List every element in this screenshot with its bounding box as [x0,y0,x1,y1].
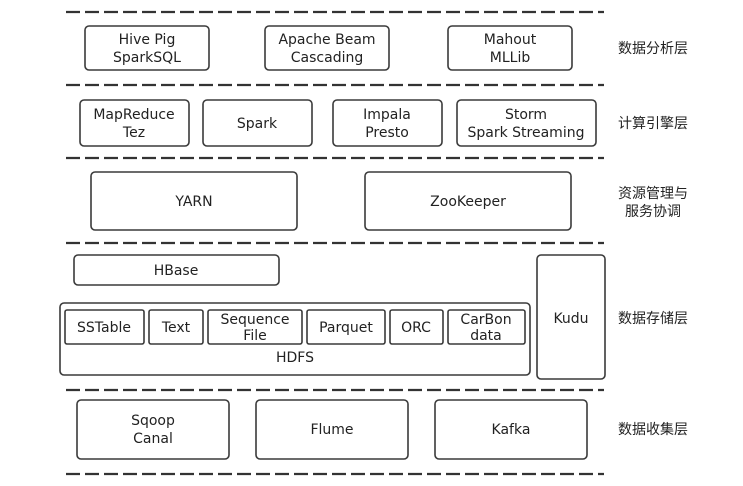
storage-box-kudu-label: Kudu [553,311,588,327]
collection-box-sqoop-line1: Sqoop [131,413,175,429]
storage-format-sequence-file-line2: File [243,328,266,344]
storage-format-sequence-file-line1: Sequence [220,312,289,328]
storage-format-carbondata: CarBon data [447,309,526,345]
compute-box-impala-line1: Impala [363,107,411,123]
compute-box-spark: Spark [202,99,313,147]
collection-box-kafka-line1: Kafka [492,422,531,438]
analysis-box-hive-pig-line2: SparkSQL [113,50,181,66]
compute-box-storm-line2: Spark Streaming [468,125,585,141]
analysis-box-apache-beam-line1: Apache Beam [278,32,375,48]
resource-box-yarn: YARN [90,171,298,231]
analysis-box-hive-pig-line1: Hive Pig [119,32,176,48]
compute-box-mapreduce-line1: MapReduce [93,107,174,123]
compute-box-impala: Impala Presto [332,99,443,147]
analysis-box-apache-beam-line2: Cascading [291,50,363,66]
resource-box-zookeeper-line1: ZooKeeper [430,194,506,210]
collection-box-flume: Flume [255,399,409,460]
storage-format-orc-line1: ORC [401,320,431,336]
layer-label-storage: 数据存储层 [618,311,688,327]
storage-format-text-line1: Text [161,320,191,336]
storage-box-hbase: HBase [73,254,280,286]
storage-box-kudu: Kudu [536,254,606,380]
analysis-box-mahout-line2: MLLib [490,50,531,66]
compute-box-mapreduce: MapReduce Tez [79,99,190,147]
storage-format-sstable-line1: SSTable [77,320,131,336]
collection-box-kafka: Kafka [434,399,588,460]
compute-box-mapreduce-line2: Tez [122,125,145,141]
collection-box-sqoop: Sqoop Canal [76,399,230,460]
resource-box-zookeeper: ZooKeeper [364,171,572,231]
layer-label-collection: 数据收集层 [618,421,688,438]
compute-box-impala-line2: Presto [365,125,409,141]
layer-label-resource-line2: 服务协调 [625,204,681,220]
analysis-box-apache-beam: Apache Beam Cascading [264,25,390,71]
storage-format-sequence-file: Sequence File [207,309,303,345]
collection-box-sqoop-line2: Canal [133,431,173,447]
storage-format-parquet: Parquet [306,309,386,345]
resource-box-yarn-line1: YARN [174,194,212,210]
storage-format-orc: ORC [389,309,444,345]
storage-format-text: Text [148,309,204,345]
analysis-box-hive-pig: Hive Pig SparkSQL [84,25,210,71]
storage-format-sstable: SSTable [64,309,145,345]
layer-label-resource-line1: 资源管理与 [618,186,688,202]
storage-format-carbondata-line2: data [470,328,502,344]
compute-box-spark-line1: Spark [237,116,278,132]
storage-format-carbondata-line1: CarBon [460,312,511,328]
storage-format-parquet-line1: Parquet [319,320,373,336]
storage-box-hdfs-label: HDFS [276,350,314,366]
compute-box-storm-line1: Storm [505,107,547,123]
storage-box-hbase-label: HBase [154,263,199,279]
collection-box-flume-line1: Flume [310,422,353,438]
compute-box-storm: Storm Spark Streaming [456,99,597,147]
layer-label-analysis: 数据分析层 [618,41,688,57]
analysis-box-mahout: Mahout MLLib [447,25,573,71]
layer-label-compute: 计算引擎层 [618,116,688,132]
analysis-box-mahout-line1: Mahout [484,32,537,48]
